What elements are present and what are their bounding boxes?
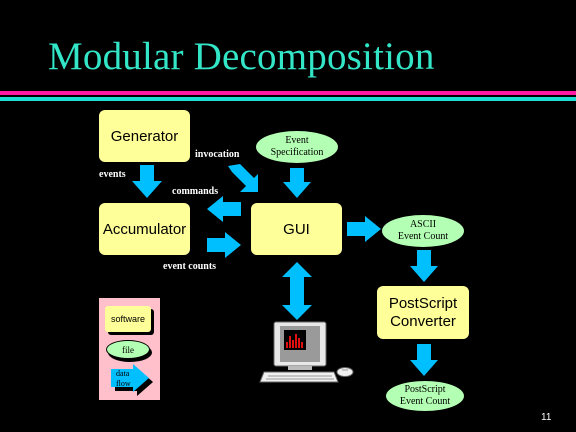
legend-data-flow-line2: flow	[116, 379, 131, 388]
legend-file-label: file	[122, 344, 134, 355]
invocation-label: invocation	[195, 149, 240, 160]
legend-software-box: software	[105, 306, 151, 332]
divider-pink	[0, 91, 576, 95]
slide-title: Modular Decomposition	[48, 35, 435, 78]
event-specification-line2: Specification	[270, 147, 324, 158]
computer-terminal-icon	[259, 321, 354, 383]
generator-label: Generator	[110, 127, 179, 145]
event-counts-label: event counts	[163, 261, 217, 272]
postscript-converter-label-line1: PostScript	[388, 294, 458, 312]
arrow-events-down	[132, 165, 162, 198]
postscript-event-count-line2: Event Count	[399, 396, 451, 407]
divider-teal	[0, 97, 576, 101]
event-specification-line1: Event	[285, 135, 309, 146]
postscript-event-count-file: PostScript Event Count	[385, 380, 465, 412]
arrow-spec-to-gui	[283, 168, 311, 198]
legend-data-flow-label: data flow	[116, 369, 142, 389]
generator-module: Generator	[99, 110, 190, 162]
arrow-gui-terminal-bidirectional	[282, 262, 312, 320]
gui-label: GUI	[283, 220, 310, 238]
commands-label: commands	[172, 186, 219, 197]
legend-file-oval: file	[106, 340, 150, 359]
ascii-event-count-line1: ASCII	[409, 219, 437, 230]
bar-chart-icon	[284, 330, 306, 350]
page-number: 11	[541, 412, 552, 423]
postscript-converter-label-line2: Converter	[390, 312, 456, 330]
legend-data-flow-arrow	[111, 364, 153, 396]
postscript-event-count-line1: PostScript	[404, 384, 446, 395]
arrow-converter-to-ps-count	[410, 344, 438, 376]
ascii-event-count-file: ASCII Event Count	[381, 214, 465, 248]
postscript-converter-module: PostScript Converter	[377, 286, 469, 339]
arrow-ascii-to-converter	[410, 250, 438, 282]
legend-data-flow-line1: data	[116, 369, 130, 378]
events-label: events	[99, 169, 126, 180]
arrow-event-counts	[207, 232, 241, 258]
arrow-commands	[207, 196, 241, 222]
accumulator-label: Accumulator	[102, 220, 187, 238]
accumulator-module: Accumulator	[99, 203, 190, 255]
arrow-gui-to-ascii	[347, 216, 381, 242]
legend: software file data flow	[99, 298, 160, 400]
event-specification-file: Event Specification	[255, 130, 339, 164]
arrow-invocation	[228, 164, 258, 192]
ascii-event-count-line2: Event Count	[397, 231, 449, 242]
gui-module: GUI	[251, 203, 342, 255]
legend-software-label: software	[110, 314, 145, 324]
mouse-icon	[336, 367, 354, 377]
